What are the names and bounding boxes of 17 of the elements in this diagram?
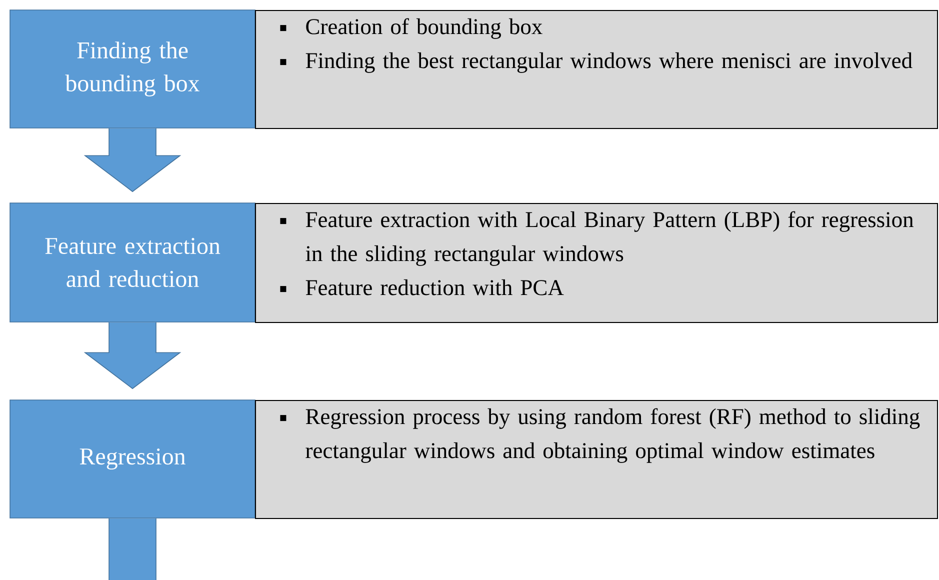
block-arrow: [84, 128, 182, 192]
step-box: [10, 400, 256, 518]
bullet-text: Finding the best rectangular windows where menisci are involved: [306, 52, 912, 73]
text-panel: [255, 203, 938, 323]
block-arrow: [84, 322, 182, 390]
text-panel: [255, 400, 938, 519]
bullet-text: Feature reduction with PCA: [306, 279, 564, 296]
bullet-text: Regression process by using random forest (RF) method to sliding rectangular windows and obtaining optimal window estimates: [306, 408, 920, 463]
bullet-text: Creation of bounding box: [306, 18, 542, 39]
block-arrow: [108, 518, 156, 580]
step-label: Finding the bounding box: [65, 42, 200, 96]
step-box: [10, 202, 256, 322]
text-panel: [255, 10, 938, 129]
bullet-text: Feature extraction with Local Binary Pattern (LBP) for regression in the sliding rectangular windows: [306, 211, 914, 266]
step-label: Feature extraction and reduction: [45, 238, 220, 288]
step-label: Regression: [80, 448, 186, 470]
step-box: [10, 10, 256, 128]
